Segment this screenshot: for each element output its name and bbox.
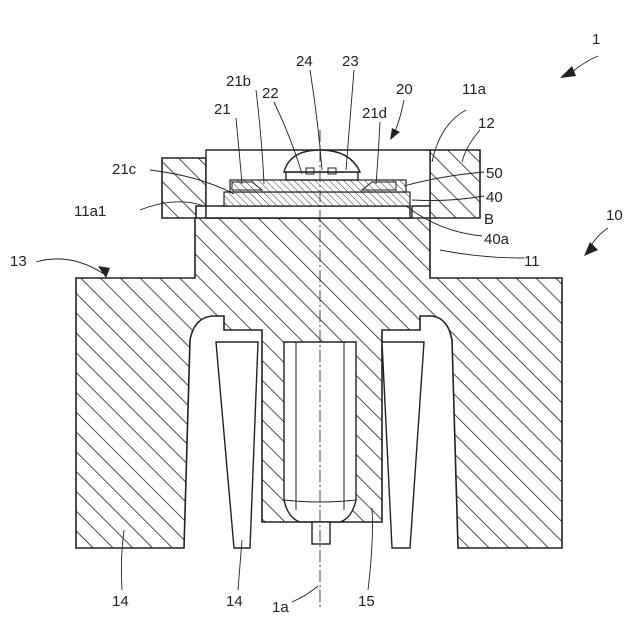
leader-11 [440,250,524,258]
ref-21c: 21c [112,161,137,178]
ref-15: 15 [358,593,375,610]
ref-13: 13 [10,253,27,270]
ref-11a1: 11a1 [74,203,106,220]
arrowhead-1 [560,66,576,78]
arrowhead-10 [584,242,598,256]
ref-23: 23 [342,53,359,70]
leader-13 [36,259,104,274]
substrate-40 [224,192,410,206]
ref-21b: 21b [226,73,251,90]
ref-12: 12 [478,115,495,132]
socket-wall-left [162,158,206,218]
ref-B: B [484,211,494,228]
ref-14-left: 14 [112,593,129,610]
leader-1 [572,56,598,72]
arrowhead-13 [98,266,110,278]
ref-11: 11 [524,253,540,270]
ref-40: 40 [486,189,503,206]
ref-24: 24 [296,53,313,70]
ref-1: 1 [592,31,600,48]
ref-40a: 40a [484,231,510,248]
ref-11a: 11a [462,81,487,98]
socket-recess-floor [206,206,410,218]
leg-slit-left [216,342,258,548]
ref-22: 22 [262,85,279,102]
ref-10: 10 [606,207,623,224]
center-pin [312,522,330,544]
leg-slit-right [382,342,424,548]
ref-21: 21 [214,101,231,118]
socket-wall-right [430,150,480,218]
arrowhead-20 [390,128,400,140]
ref-20: 20 [396,81,413,98]
leader-1a [292,586,318,602]
ref-1a: 1a [272,599,289,616]
leader-20 [394,100,404,134]
ref-21d: 21d [362,105,387,122]
ref-14-mid: 14 [226,593,243,610]
chip-base [286,172,358,180]
ref-50: 50 [486,165,503,182]
